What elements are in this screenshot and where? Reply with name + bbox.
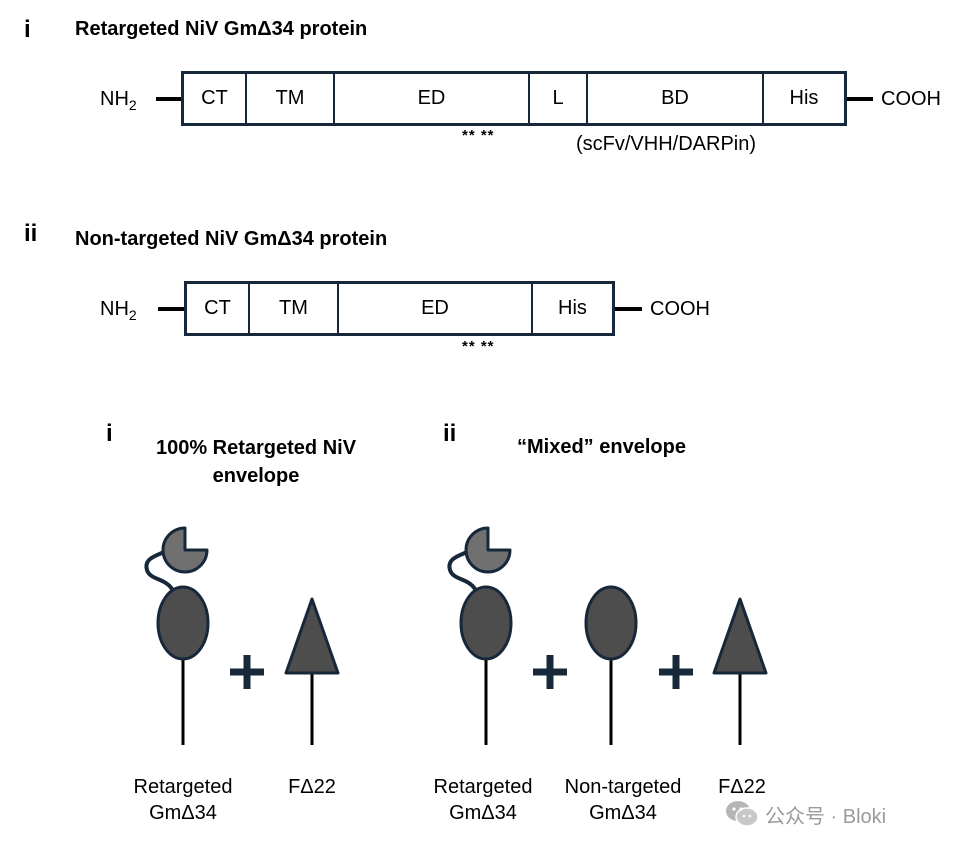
- domain-his: His: [762, 74, 844, 123]
- plus-sign: [659, 655, 693, 689]
- nontargeted-glycoprotein-glyph: [584, 585, 638, 745]
- domain-bd: BD: [586, 74, 762, 123]
- plus-sign: [533, 655, 567, 689]
- retargeted-glycoprotein-caption: Retargeted GmΔ34: [133, 776, 233, 824]
- panel-a-numeral-i: i: [24, 16, 31, 43]
- retargeted-domain-bar: CT TM ED L BD His: [181, 71, 847, 126]
- nontargeted-protein-title: Non-targeted NiV GmΔ34 protein: [75, 228, 388, 250]
- c-terminus-linker: [615, 307, 642, 311]
- domain-ed: ED: [337, 284, 531, 333]
- watermark-text: 公众号 · Bloki: [765, 806, 887, 828]
- domain-ct: CT: [204, 297, 231, 319]
- panel-b-numeral-i: i: [106, 420, 113, 447]
- n-terminus-linker: [156, 97, 182, 101]
- mutation-marks: ** **: [462, 338, 495, 355]
- domain-ct: CT: [201, 87, 228, 109]
- c-terminus-linker: [847, 97, 873, 101]
- retargeted-glycoprotein-caption: Retargeted GmΔ34: [433, 776, 533, 824]
- panel-b-numeral-ii: ii: [443, 420, 457, 447]
- binder-format-note: (scFv/VHH/DARPin): [576, 133, 757, 155]
- mixed-envelope-title: “Mixed” envelope: [517, 436, 686, 458]
- mutation-marks: ** **: [462, 127, 495, 144]
- retargeted-protein-title: Retargeted NiV GmΔ34 protein: [75, 18, 368, 40]
- wechat-icon: [725, 800, 759, 833]
- n-terminus-linker: [158, 307, 185, 311]
- c-terminus-label: COOH: [650, 298, 710, 320]
- n-terminus-label: NH2: [100, 298, 137, 323]
- fusion-protein-caption: FΔ22: [288, 776, 336, 798]
- panel-a-numeral-ii: ii: [24, 220, 38, 247]
- domain-his: His: [531, 284, 612, 333]
- fusion-protein-glyph: [712, 597, 768, 745]
- nontargeted-domain-bar: CT TM ED His: [184, 281, 615, 336]
- c-terminus-label: COOH: [881, 88, 941, 110]
- retargeted-glycoprotein-glyph: [144, 526, 210, 745]
- domain-tm: TM: [248, 284, 337, 333]
- domain-linker: L: [528, 74, 586, 123]
- n-terminus-label: NH2: [100, 88, 137, 113]
- domain-ed: ED: [333, 74, 528, 123]
- domain-tm: TM: [245, 74, 333, 123]
- nontargeted-glycoprotein-caption: Non-targeted GmΔ34: [564, 776, 682, 824]
- full-retargeted-envelope-title: 100% Retargeted NiV envelope: [155, 437, 357, 487]
- fusion-protein-caption: FΔ22: [718, 776, 766, 798]
- fusion-protein-glyph: [284, 597, 340, 745]
- plus-sign: [230, 655, 264, 689]
- retargeted-glycoprotein-glyph: [447, 526, 513, 745]
